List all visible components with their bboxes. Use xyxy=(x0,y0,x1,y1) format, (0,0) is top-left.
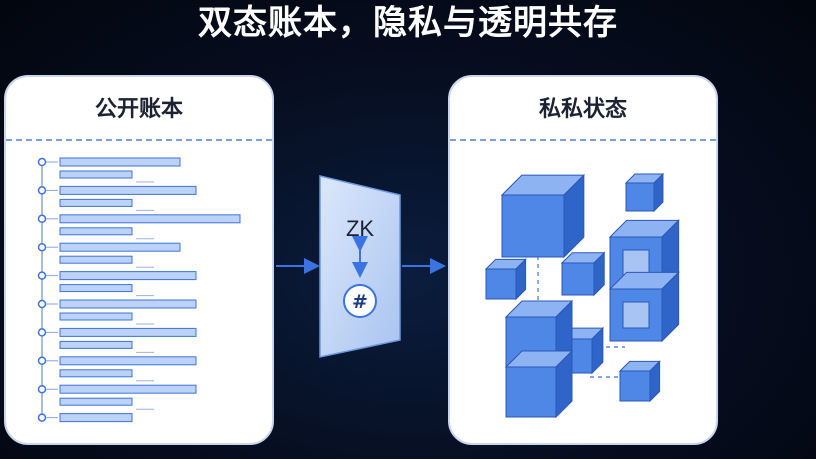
timeline-node xyxy=(37,271,47,280)
hash-circle xyxy=(343,284,377,318)
timeline-node xyxy=(37,356,47,366)
timeline-node xyxy=(37,299,47,309)
ledger-entry-sub xyxy=(59,397,133,406)
private-state-panel: 私私状态 xyxy=(448,75,718,445)
ledger-entry-sub xyxy=(59,284,133,293)
page-title: 双态账本，隐私与透明共存 xyxy=(198,3,618,43)
ledger-entry-bar xyxy=(59,327,197,337)
ledger-entry-sub xyxy=(59,340,133,349)
ledger-entry-sub xyxy=(59,227,133,236)
private-state-title: 私私状态 xyxy=(538,97,627,122)
ledger-entry-bar xyxy=(59,271,197,281)
ledger-entry-bar xyxy=(59,413,133,423)
public-ledger-title: 公开账本 xyxy=(94,97,183,122)
ledger-entry-sub xyxy=(59,312,133,321)
timeline-node xyxy=(37,384,47,394)
cube-small-right xyxy=(618,360,661,403)
cube-small-left xyxy=(484,258,527,301)
zk-prism xyxy=(319,175,401,358)
cube-tall-lower xyxy=(608,271,680,343)
private-state-cubes xyxy=(484,172,680,419)
timeline-node xyxy=(37,413,47,422)
timeline-node xyxy=(37,157,47,167)
ledger-entry-bar xyxy=(59,384,197,394)
public-ledger-divider xyxy=(6,139,272,141)
zk-label: ZK xyxy=(346,216,374,241)
cube-large xyxy=(500,173,586,259)
ledger-entry-sub xyxy=(59,198,133,207)
timeline-node xyxy=(37,242,47,252)
ledger-entry-bar xyxy=(59,242,181,252)
cube-small-mid xyxy=(560,251,606,297)
ledger-entry-bar xyxy=(59,299,197,309)
ledger-entry-sub xyxy=(59,255,133,264)
ledger-entry-bar xyxy=(59,356,197,366)
private-state-divider xyxy=(450,139,716,141)
ledger-entry-bar xyxy=(59,214,241,224)
ledger-entry-bar xyxy=(59,185,197,195)
timeline-node xyxy=(37,186,47,195)
cube-stack-bottom xyxy=(504,349,574,419)
timeline-node xyxy=(37,328,47,337)
ledger-entry-sub xyxy=(59,170,133,179)
cube-small-top xyxy=(624,172,665,213)
ledger-entry-sub xyxy=(59,369,133,378)
hash-icon: # xyxy=(352,291,368,313)
timeline-node xyxy=(37,214,47,224)
public-ledger-panel: 公开账本 xyxy=(4,75,274,445)
ledger-entries xyxy=(37,157,241,423)
ledger-entry-bar xyxy=(59,157,181,167)
